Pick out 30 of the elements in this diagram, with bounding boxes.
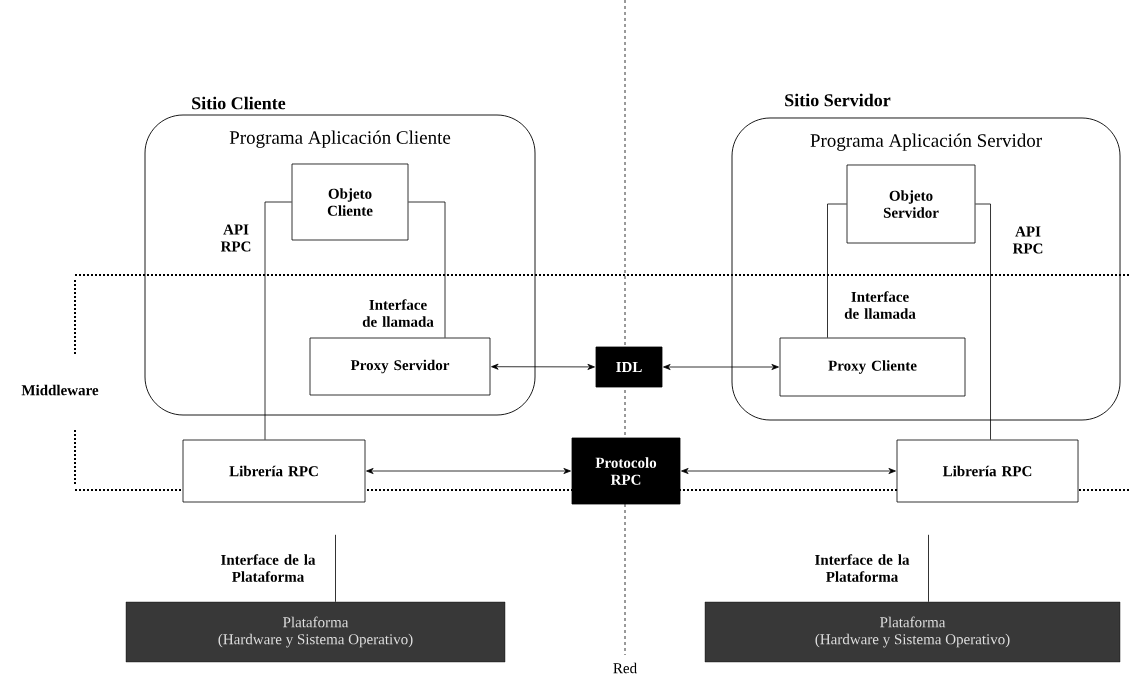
connector	[264, 201, 292, 440]
edge-label: Interface de la Plataforma	[815, 554, 910, 582]
component-box: Objeto Cliente	[291, 163, 409, 241]
connector	[408, 201, 446, 338]
edge-label: API RPC	[1012, 226, 1043, 254]
component-box: Proxy Cliente	[779, 337, 966, 397]
connector	[335, 534, 336, 603]
connector	[975, 203, 991, 440]
region-label: Middleware	[20, 383, 100, 397]
connector	[928, 534, 929, 603]
connector	[366, 468, 571, 474]
component-box: Proxy Servidor	[309, 337, 491, 396]
protocol-box: IDL	[595, 346, 663, 388]
site-label: Sitio Servidor	[783, 92, 892, 108]
network-label: Red	[611, 661, 639, 675]
protocol-box: Protocolo RPC	[571, 437, 681, 505]
platform-box: Plataforma (Hardware y Sistema Operativo)	[704, 601, 1121, 663]
component-box: Librería RPC	[896, 439, 1079, 503]
connector	[663, 364, 779, 370]
edge-label: API RPC	[220, 224, 251, 252]
platform-box: Plataforma (Hardware y Sistema Operativo)	[125, 601, 506, 663]
site-label: Sitio Cliente	[190, 95, 287, 111]
connector	[681, 468, 896, 474]
connector	[491, 363, 595, 370]
connector	[827, 203, 847, 338]
edge-label: Interface de llamada	[844, 291, 916, 319]
edge-label: Interface de la Plataforma	[221, 554, 316, 582]
component-box: Objeto Servidor	[846, 164, 976, 244]
component-box: Librería RPC	[182, 439, 366, 503]
edge-label: Interface de llamada	[362, 299, 434, 327]
